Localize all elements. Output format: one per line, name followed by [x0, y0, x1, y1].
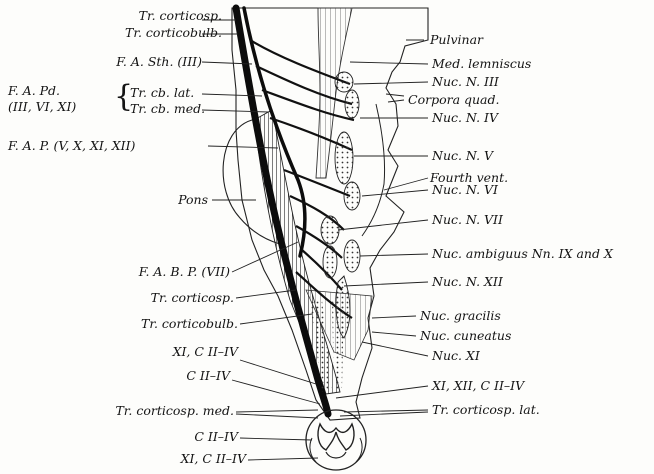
label-tr-corticosp-top: Tr. corticosp.: [139, 9, 222, 23]
label-nuc-n-iii: Nuc. N. III: [432, 75, 499, 89]
label-nuc-xi: Nuc. XI: [432, 349, 480, 363]
label-nuc-n-vi: Nuc. N. VI: [432, 183, 498, 197]
label-corpora-quad: Corpora quad.: [408, 93, 499, 107]
label-xi-c2-4-upper: XI, C II–IV: [173, 345, 238, 359]
label-fa-pd-line1: F. A. Pd.: [8, 84, 60, 98]
label-nuc-n-xii: Nuc. N. XII: [432, 275, 503, 289]
label-tr-corticosp-med: Tr. corticosp. med.: [115, 404, 234, 418]
label-fa-sth: F. A. Sth. (III): [116, 55, 202, 69]
label-nuc-n-v: Nuc. N. V: [432, 149, 493, 163]
label-tr-corticosp-mid: Tr. corticosp.: [151, 291, 234, 305]
label-pons: Pons: [178, 193, 208, 207]
label-tr-corticobulb-mid: Tr. corticobulb.: [141, 317, 238, 331]
label-tr-corticobulb-top: Tr. corticobulb.: [125, 26, 222, 40]
label-fa-pd-line2: (III, VI, XI): [8, 100, 76, 114]
label-fa-bp: F. A. B. P. (VII): [139, 265, 230, 279]
label-tr-cb-lat: Tr. cb. lat.: [130, 86, 194, 100]
label-med-lemniscus: Med. lemniscus: [432, 57, 531, 71]
fourth-ventricle-outline: [362, 104, 385, 236]
label-nuc-n-vii: Nuc. N. VII: [432, 213, 503, 227]
label-fa-p: F. A. P. (V, X, XI, XII): [8, 139, 135, 153]
label-nuc-n-iv: Nuc. N. IV: [432, 111, 498, 125]
label-nuc-ambiguus: Nuc. ambiguus Nn. IX and X: [432, 247, 613, 261]
label-c2-4-upper: C II–IV: [186, 369, 230, 383]
label-xi-xii-c2-4: XI, XII, C II–IV: [432, 379, 524, 393]
label-pulvinar: Pulvinar: [430, 33, 483, 47]
label-c2-4-lower: C II–IV: [194, 430, 238, 444]
label-tr-corticosp-lat: Tr. corticosp. lat.: [432, 403, 540, 417]
spinal-cord-section: [306, 410, 366, 470]
label-nuc-cuneatus: Nuc. cuneatus: [420, 329, 511, 343]
label-nuc-gracilis: Nuc. gracilis: [420, 309, 501, 323]
label-xi-c2-4-lower: XI, C II–IV: [181, 452, 246, 466]
label-tr-cb-med: Tr. cb. med.: [130, 102, 205, 116]
